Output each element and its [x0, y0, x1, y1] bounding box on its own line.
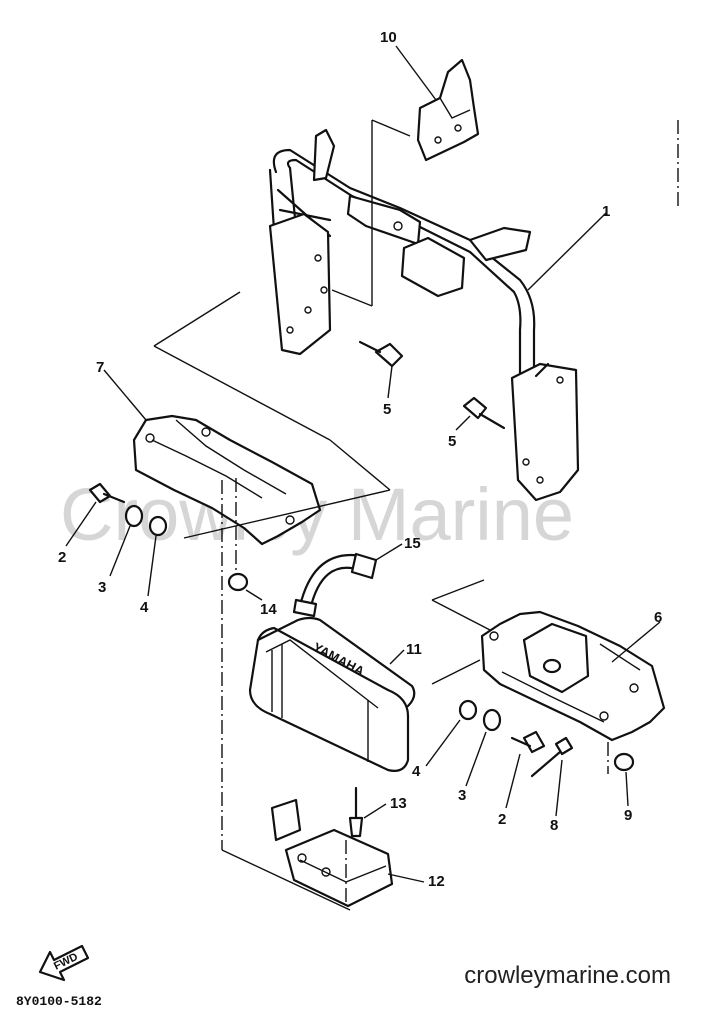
callout-3-left: 3 [98, 579, 106, 596]
callout-14: 14 [260, 601, 277, 618]
part-9-washer [613, 752, 635, 807]
site-label: crowleymarine.com [464, 962, 671, 989]
callout-4-right: 4 [412, 763, 421, 780]
part-1-frame [268, 128, 608, 502]
part-4-nut-left [147, 515, 168, 597]
callout-15: 15 [404, 535, 421, 552]
part-15-strap [292, 543, 403, 618]
part-2-bolt-right [505, 730, 546, 809]
callout-12: 12 [428, 873, 445, 890]
part-3-washer-left [109, 504, 144, 577]
callout-1: 1 [602, 203, 610, 220]
callout-5-right: 5 [448, 433, 456, 450]
watermark-text: Crowley Marine [60, 473, 574, 556]
part-4-nut-right [425, 699, 478, 767]
part-8-pin [530, 736, 574, 817]
part-10-bracket [395, 45, 480, 162]
callout-9: 9 [624, 807, 632, 824]
part-2-bolt-left [65, 482, 126, 547]
callout-11: 11 [406, 641, 422, 658]
callout-5-left: 5 [383, 401, 391, 418]
callout-10: 10 [380, 29, 397, 46]
part-7-left-bracket [103, 369, 322, 546]
part-11-box: YAMAHA [248, 616, 416, 772]
part-6-right-bracket [480, 610, 666, 742]
part-12-bracket [270, 798, 425, 908]
callout-8: 8 [550, 817, 558, 834]
callout-2-right: 2 [498, 811, 506, 828]
part-3-washer-right [465, 708, 502, 787]
diagram-code: 8Y0100-5182 [16, 994, 102, 1009]
fwd-arrow-icon: FWD [38, 944, 90, 982]
callout-6: 6 [654, 609, 662, 626]
part-14-spacer [227, 572, 263, 601]
callout-2-left: 2 [58, 549, 66, 566]
callout-7: 7 [96, 359, 104, 376]
guide-lines [153, 119, 609, 911]
part-13-pin [348, 786, 387, 838]
callout-3-right: 3 [458, 787, 466, 804]
callout-4-left: 4 [140, 599, 149, 616]
callout-13: 13 [390, 795, 407, 812]
part-5-bolt-left [358, 340, 404, 399]
part-5-bolt-right [455, 396, 506, 431]
